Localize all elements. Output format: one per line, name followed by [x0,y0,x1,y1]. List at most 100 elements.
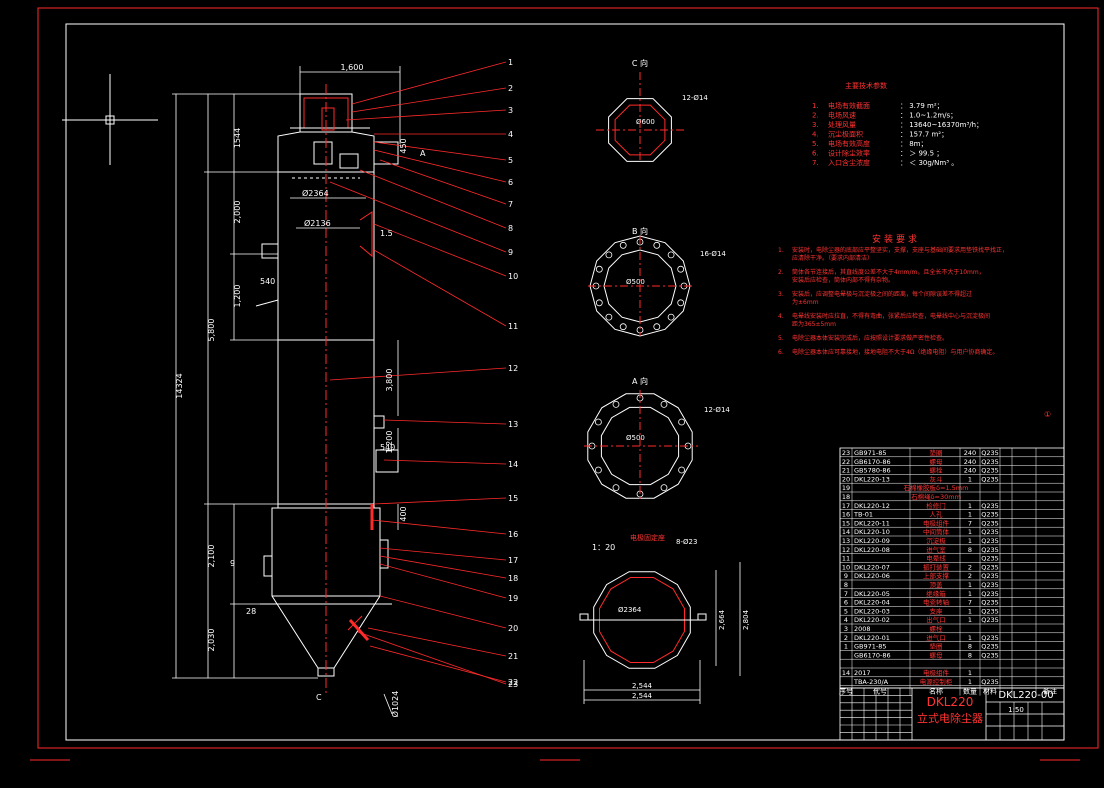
parts-cell: 1 [844,643,848,651]
parts-cell: 240 [964,467,976,475]
install-index: 3. [778,291,784,298]
parts-header-cell: 备注 [1043,687,1057,696]
param-value: ： ＞ 99.5 ； [900,150,943,158]
parts-cell: 4 [844,616,848,624]
balloon-22: 22 [508,678,518,687]
bolt-hole [678,418,685,426]
seat-scale: 1：20 [592,543,615,552]
balloon-3: 3 [508,106,513,115]
parts-cell: 17 [842,502,850,510]
sheet-border [30,7,1099,761]
parts-cell: 1 [968,528,972,536]
parts-cell: 1 [968,607,972,615]
parts-cell: 电晕线 [926,554,946,563]
parts-cell: 19 [842,484,850,492]
dimension-lines [172,66,401,715]
balloon-12: 12 [508,364,518,373]
parts-cell: 240 [964,458,976,466]
dim-9: 9 [230,559,235,568]
leader-23 [357,631,507,685]
dim-3800: 3,800 [385,369,394,392]
parts-cell: 11 [842,555,850,563]
param-label: 电场有效高度 [828,139,870,148]
parts-cell: Q235 [981,449,999,457]
section-view-electrode-seat: 1：20 电极固定座 8-Ø23 Ø2364 2,544 2,664 2,544… [579,533,750,704]
leader-6 [373,149,507,183]
param-index: 7. [812,159,819,167]
section-view-a: A 向 12-Ø14 Ø500 [584,376,730,500]
install-line: 电除尘器本体安装完成后，应按照设计要求做严密性检查。 [792,334,948,342]
bolt-hole [595,299,603,307]
section-c-dia: Ø600 [636,118,655,126]
seat-dim-2544b: 2,544 [632,692,653,700]
dim-1-5: 1.5 [380,229,393,238]
leader-10 [373,223,507,277]
leader-9 [329,181,507,253]
parts-cell: 螺母 [930,457,944,466]
leader-7 [379,159,507,205]
install-index: 1. [778,247,784,254]
install-line: 为±6mm [792,298,819,306]
dim-540b: 540 [380,443,395,452]
param-label: 处理风量 [828,120,856,129]
bolt-hole [667,251,675,259]
parts-cell: 螺母 [930,650,944,659]
parts-cell: DKL220-04 [854,599,890,607]
dim-450: 450 [399,138,408,153]
bolt-hole [660,484,668,492]
parts-cell: DKL220-07 [854,563,890,571]
parts-cell: DKL220-12 [854,502,890,510]
parts-cell: Q235 [981,634,999,642]
leader-20 [379,595,507,629]
parts-cell: Q235 [981,581,999,589]
dim-2030: 2,030 [207,629,216,652]
parts-cell: Q235 [981,467,999,475]
bolt-hole [677,299,685,307]
parts-cell: Q235 [981,643,999,651]
leader-17 [379,547,507,561]
parts-cell: 14 [842,669,850,677]
param-value: ： 157.7 m²； [900,131,948,139]
parts-cell: 沉淀极 [926,536,946,545]
section-b-title: B 向 [632,226,648,236]
balloon-14: 14 [508,460,518,469]
parts-cell: Q235 [981,475,999,483]
bolt-hole [605,313,613,321]
balloon-9: 9 [508,248,513,257]
dim-2100: 2,100 [207,545,216,568]
parts-cell: 2 [844,634,848,642]
parts-cell: 13 [842,537,850,545]
drawing-scale: 1:50 [1008,706,1024,714]
balloon-13: 13 [508,420,518,429]
balloon-5: 5 [508,156,513,165]
crosshair-icon [62,74,158,165]
install-line: 安装时，电除尘器的底部应平整坚实，支撑，支座与基础间要求用垫铁找平找正， [792,246,1008,254]
tech-params: 主要技术参数 1.电场有效截面： 3.79 m²；2.电场风速： 1.0~1.2… [812,81,983,167]
parts-cell: 10 [842,563,850,571]
leader-8 [359,169,507,229]
param-index: 6. [812,150,819,158]
parts-cell: 8 [968,651,972,659]
balloon-7: 7 [508,200,513,209]
leader-2 [351,87,507,113]
top-dim: 1,600 [341,63,364,72]
parts-cell: 电极组件 [923,668,950,677]
leader-lines [329,61,507,685]
parts-cell: 16 [842,511,850,519]
leader-1 [351,61,507,105]
dim-1544: 1544 [233,128,242,148]
parts-cell: 2017 [854,669,871,677]
parts-cell: DKL220-11 [854,519,890,527]
drawing-name-line1: DKL220 [927,695,974,709]
dim-540a: 540 [260,277,275,286]
parts-cell: DKL220-13 [854,475,890,483]
parts-cell: DKL220-09 [854,537,890,545]
param-index: 5. [812,140,819,148]
param-value: ： 8m； [900,140,928,148]
bolt-hole [595,418,602,426]
balloon-6: 6 [508,178,513,187]
param-label: 入口含尘浓度 [828,158,870,167]
param-index: 4. [812,131,819,139]
